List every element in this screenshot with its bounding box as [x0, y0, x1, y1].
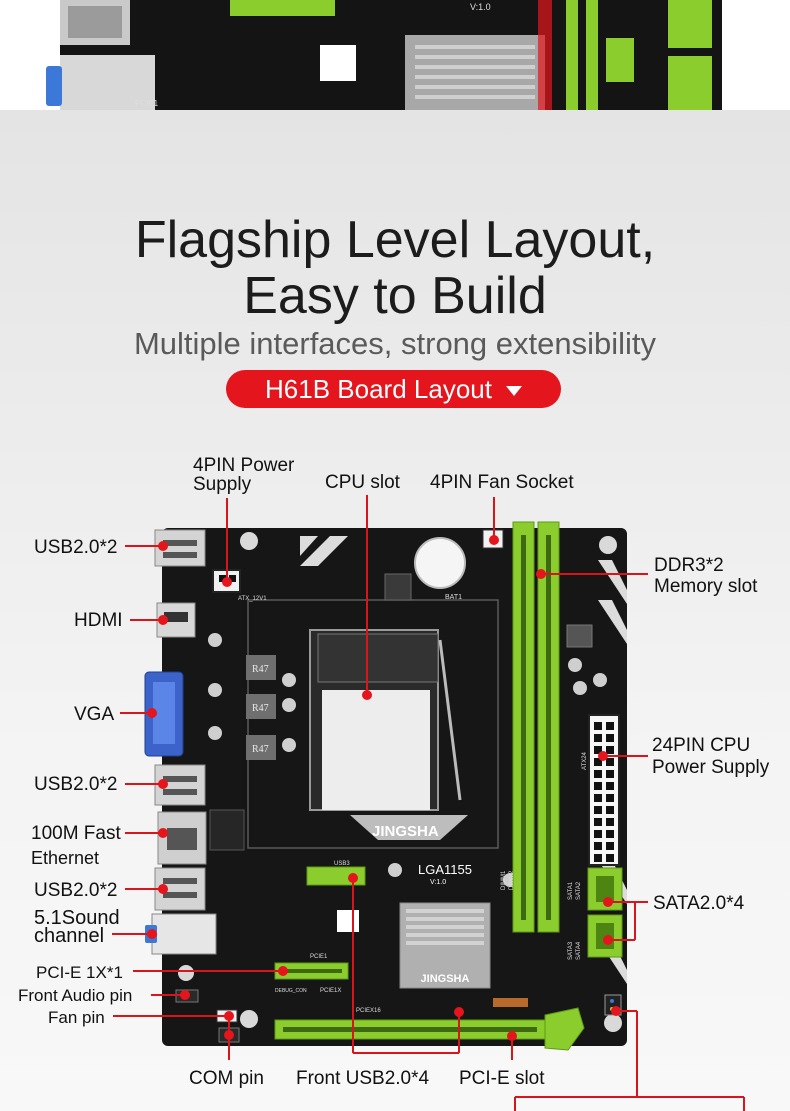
headline-line-2: Easy to Build	[243, 267, 547, 325]
board-top-crop: V:1.0 PCIE1	[46, 0, 722, 110]
usb3-silk: USB3	[334, 861, 350, 867]
cmos-battery	[414, 537, 466, 589]
choke-silk-2: R47	[252, 703, 269, 714]
label-sound-line1: 5.1Sound	[34, 907, 120, 929]
label-fan-pin: Fan pin	[48, 1008, 105, 1027]
cpu-socket-cover	[322, 690, 430, 810]
label-sound-line2: channel	[34, 925, 105, 947]
previous-image-strip: V:1.0 PCIE1	[0, 0, 790, 110]
triangle-down-icon	[505, 386, 522, 397]
label-atx24-line2: Power Supply	[652, 757, 770, 778]
callout-dots	[147, 535, 621, 1041]
audio-jacks	[151, 913, 217, 955]
sata3-silk: SATA3	[568, 941, 574, 960]
label-ethernet-line1: 100M Fast	[31, 823, 121, 844]
label-usb-top: USB2.0*2	[34, 537, 118, 558]
socket-bracket	[350, 815, 468, 840]
sata1-silk: SATA1	[568, 881, 574, 900]
callout-lines	[112, 495, 745, 1111]
label-ddr3-line2: Memory slot	[654, 576, 758, 597]
socket-lever	[438, 639, 462, 801]
debug-silk: DEBUG_CON	[275, 988, 307, 994]
label-com-pin: COM pin	[189, 1068, 264, 1089]
label-4pin-power-line1: 4PIN Power	[193, 455, 295, 476]
label-4pin-power-line2: Supply	[193, 474, 252, 495]
sata2-silk: SATA2	[576, 881, 582, 900]
board-layout-badge: H61B Board Layout	[226, 370, 561, 408]
headline-line-1: Flagship Level Layout,	[134, 211, 656, 269]
dimm2-silk: DIMM2	[509, 870, 515, 890]
choke-silk-3: R47	[252, 744, 269, 755]
pcie-latch	[544, 1007, 585, 1051]
dimm1-silk: DIMM1	[501, 870, 507, 890]
brand-silk: JINGSHA	[372, 823, 439, 840]
label-usb-low: USB2.0*2	[34, 880, 118, 901]
headline-subtitle: Multiple interfaces, strong extensibilit…	[133, 326, 657, 361]
label-usb-mid: USB2.0*2	[34, 774, 118, 795]
socket-version-silk: V:1.0	[430, 879, 446, 886]
label-sata: SATA2.0*4	[653, 893, 745, 914]
heatsink-brand-silk: JINGSHA	[421, 973, 470, 985]
mounting-holes	[178, 532, 622, 1032]
cpu-area-outline	[247, 599, 499, 849]
label-ethernet-line2: Ethernet	[31, 848, 100, 868]
label-4pin-fan-socket: 4PIN Fan Socket	[430, 472, 574, 493]
orange-header	[493, 998, 528, 1007]
top-pcie-silk: PCIE1	[135, 99, 159, 108]
vrm-chokes: R47 R47 R47	[246, 655, 276, 760]
atx-silk: ATX_12V1	[238, 596, 267, 602]
label-cpu-slot: CPU slot	[325, 472, 400, 493]
pciex16-silk: PCIEX16	[356, 1008, 381, 1014]
label-pcie-slot: PCI-E slot	[459, 1068, 545, 1089]
battery-silk: BAT1	[445, 594, 462, 601]
pcie1-silk: PCIE1	[310, 954, 328, 960]
pcie1x-silk: PCIE1X	[320, 988, 341, 994]
choke-silk-1: R47	[252, 664, 269, 675]
socket-model-silk: LGA1155	[418, 862, 472, 877]
sata4-silk: SATA4	[576, 941, 582, 960]
top-version-silk: V:1.0	[470, 2, 491, 12]
label-ddr3-line1: DDR3*2	[654, 555, 724, 576]
label-hdmi: HDMI	[74, 610, 123, 631]
capacitors	[208, 633, 607, 887]
label-atx24-line1: 24PIN CPU	[652, 735, 751, 756]
atx24-silk: ATX24	[582, 751, 588, 770]
label-pcie-1x: PCI-E 1X*1	[36, 963, 123, 982]
board-layout-label: H61B Board Layout	[265, 374, 492, 404]
atx-24pin-connector	[588, 714, 620, 866]
label-front-audio: Front Audio pin	[18, 986, 133, 1005]
label-front-usb: Front USB2.0*4	[296, 1068, 430, 1089]
label-vga: VGA	[74, 704, 115, 725]
